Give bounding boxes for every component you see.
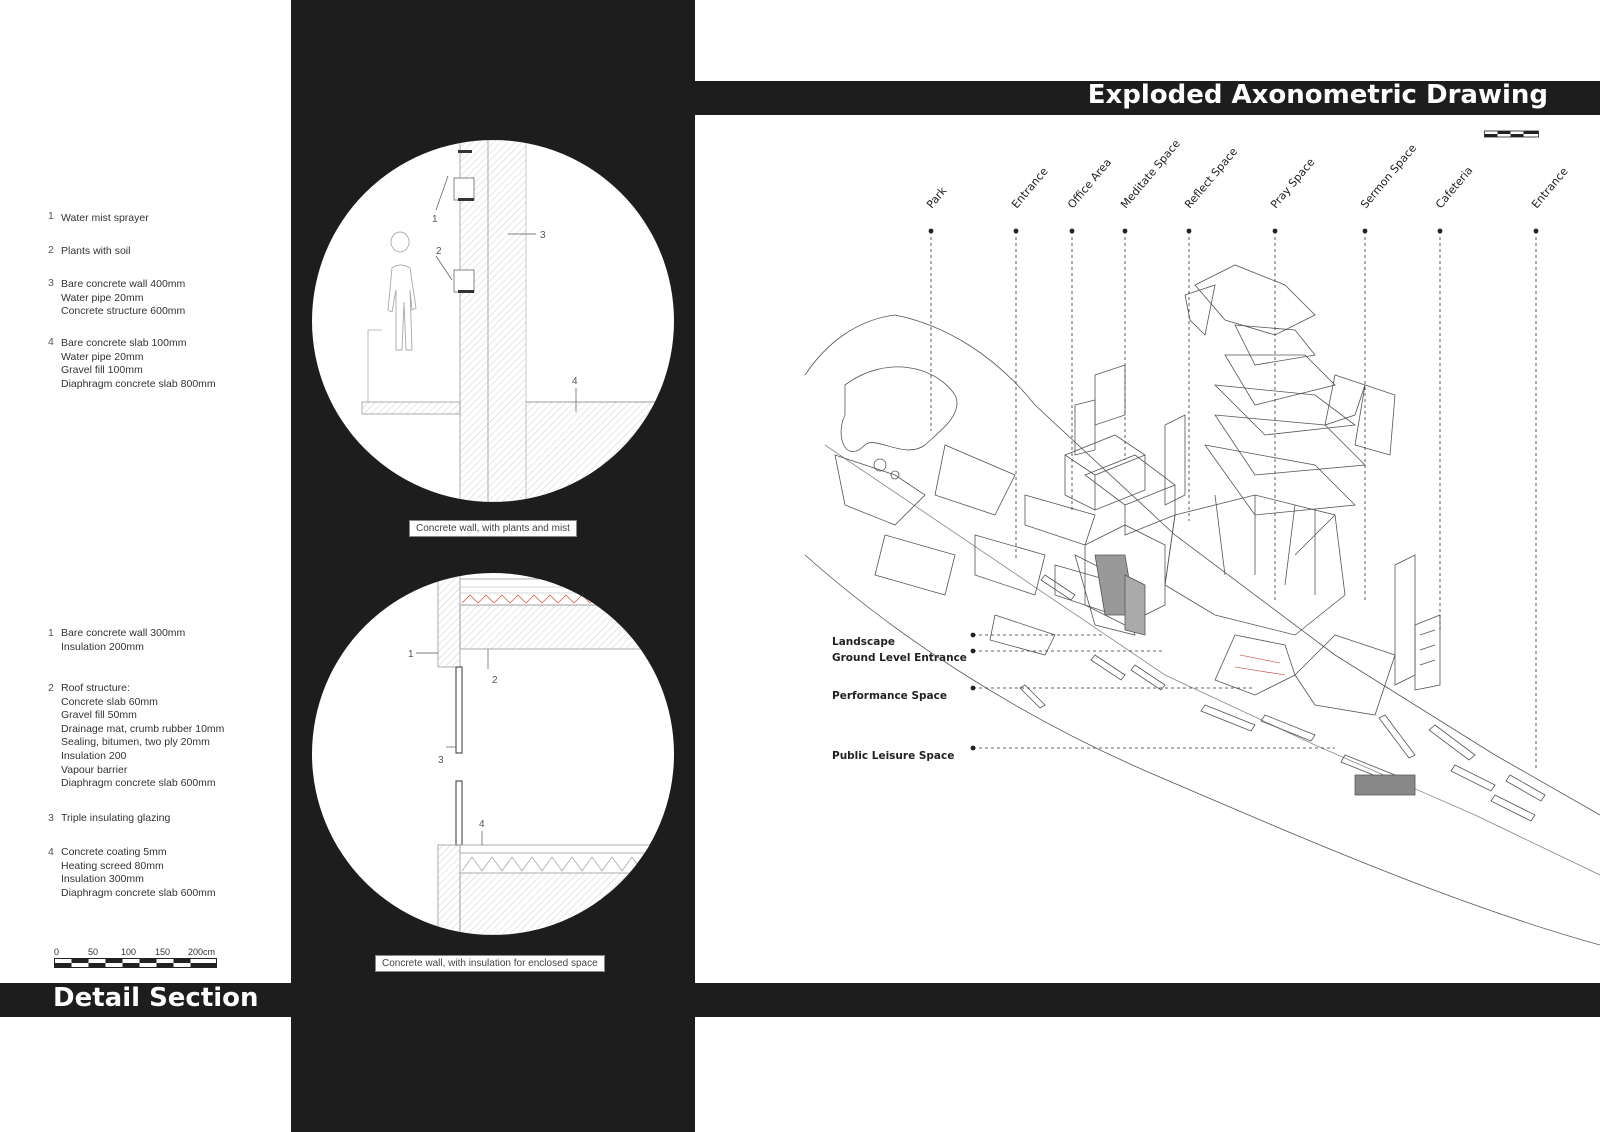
label-ground-level-entrance: Ground Level Entrance — [832, 652, 967, 664]
note-text: Roof structure: Concrete slab 60mm Grave… — [61, 682, 225, 790]
callout-2: 2 — [436, 246, 442, 257]
note-text: Bare concrete wall 300mm Insulation 200m… — [61, 627, 186, 653]
note-number: 2 — [48, 244, 54, 256]
detail-circle-lower: 1 2 3 4 — [312, 573, 674, 935]
bottom-bar-left — [0, 983, 291, 1017]
callout-1: 1 — [408, 649, 414, 660]
callout-3: 3 — [540, 230, 546, 241]
axon-scale-bar — [1484, 130, 1539, 138]
upper-section-drawing: 1 2 3 4 — [361, 140, 674, 502]
note-text: Bare concrete slab 100mm Water pipe 20mm… — [61, 337, 216, 390]
label-landscape: Landscape — [832, 636, 895, 648]
note-number: 1 — [48, 210, 54, 222]
detail-section-title: Detail Section — [53, 983, 259, 1013]
callout-1: 1 — [432, 214, 438, 225]
note-text: Plants with soil — [61, 245, 131, 257]
bottom-bar-right — [695, 983, 1600, 1017]
note-number: 4 — [48, 846, 54, 858]
note-text: Bare concrete wall 400mm Water pipe 20mm… — [61, 278, 186, 318]
lower-section-drawing: 1 2 3 4 — [408, 573, 674, 935]
note-text: Water mist sprayer — [61, 212, 149, 224]
label-public-leisure-space: Public Leisure Space — [832, 750, 955, 762]
axonometric-drawing — [804, 228, 1600, 946]
scale-label: 150 — [155, 947, 171, 957]
callout-4: 4 — [572, 376, 578, 387]
note-number: 3 — [48, 812, 54, 824]
note-number: 3 — [48, 277, 54, 289]
callout-2: 2 — [492, 675, 498, 686]
callout-3: 3 — [438, 755, 444, 766]
upper-detail-caption: Concrete wall, with plants and mist — [409, 520, 577, 537]
detail-circle-upper: 1 2 3 4 — [312, 140, 674, 502]
scale-label: 50 — [88, 947, 99, 957]
note-number: 2 — [48, 682, 54, 694]
note-text: Concrete coating 5mm Heating screed 80mm… — [61, 846, 216, 899]
scale-label: 0 — [54, 947, 60, 957]
scale-label: 100 — [121, 947, 137, 957]
label-performance-space: Performance Space — [832, 690, 947, 702]
note-number: 4 — [48, 336, 54, 348]
scale-bar-graphic — [54, 958, 217, 968]
axon-title-bar — [695, 81, 1600, 115]
note-text: Triple insulating glazing — [61, 812, 171, 824]
scale-label: 200cm — [188, 947, 216, 957]
note-number: 1 — [48, 627, 54, 639]
axon-title: Exploded Axonometric Drawing — [1087, 80, 1548, 110]
callout-4: 4 — [479, 819, 485, 830]
lower-detail-caption: Concrete wall, with insulation for enclo… — [375, 955, 605, 972]
